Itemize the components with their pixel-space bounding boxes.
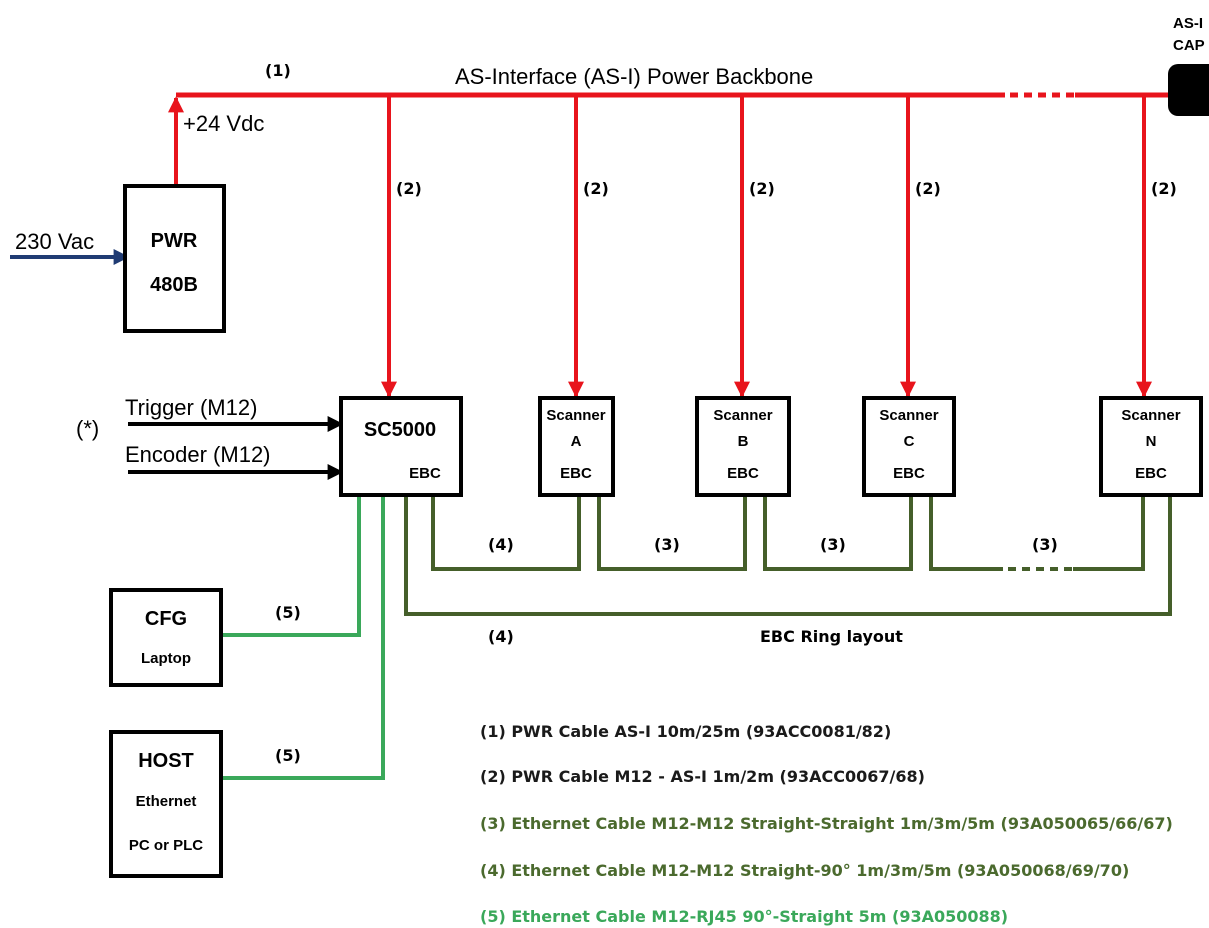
sc5000-label: SC5000 xyxy=(364,419,436,441)
backbone-title: AS-Interface (AS-I) Power Backbone xyxy=(455,64,813,89)
host-type-label: PC or PLC xyxy=(129,837,203,854)
scanner-a-id: A xyxy=(571,433,582,450)
scanner-c-id: C xyxy=(904,433,915,450)
scanner-n-id: N xyxy=(1146,433,1157,450)
voltage-label: +24 Vdc xyxy=(183,111,264,136)
drop-tag: (2) xyxy=(396,179,422,198)
encoder-label: Encoder (M12) xyxy=(125,442,271,467)
scanner-a-ebc: EBC xyxy=(560,465,592,482)
scanner-c-box xyxy=(862,396,956,497)
scanner-b-ebc: EBC xyxy=(727,465,759,482)
scanner-b-label: Scanner xyxy=(713,407,772,424)
cfg-label: CFG xyxy=(145,608,187,630)
power-drops xyxy=(381,95,1152,398)
ebc-ring xyxy=(404,495,1172,616)
host-cable-tag: (5) xyxy=(275,746,301,765)
backbone-cable-tag: (1) xyxy=(265,61,291,80)
cap-label-2: CAP xyxy=(1173,37,1205,54)
ring-tag: (3) xyxy=(820,535,846,554)
ring-tag: (3) xyxy=(654,535,680,554)
cable-legend: (1) PWR Cable AS-I 10m/25m (93ACC0081/82… xyxy=(480,722,1173,926)
sc5000-ebc-label: EBC xyxy=(409,465,441,482)
as-i-cap-icon xyxy=(1168,64,1209,116)
scanner-n-label: Scanner xyxy=(1121,407,1180,424)
host-label: HOST xyxy=(138,750,194,772)
device-boxes xyxy=(109,184,1203,878)
scanner-c-label: Scanner xyxy=(879,407,938,424)
drop-tag: (2) xyxy=(915,179,941,198)
legend-item: (3) Ethernet Cable M12-M12 Straight-Stra… xyxy=(480,814,1173,833)
scanner-c-ebc: EBC xyxy=(893,465,925,482)
cfg-laptop-box xyxy=(109,588,223,687)
drop-tag: (2) xyxy=(749,179,775,198)
footnote-marker: (*) xyxy=(76,416,99,441)
scanner-a-label: Scanner xyxy=(546,407,605,424)
scanner-n-ebc: EBC xyxy=(1135,465,1167,482)
legend-item: (2) PWR Cable M12 - AS-I 1m/2m (93ACC006… xyxy=(480,767,925,786)
legend-item: (4) Ethernet Cable M12-M12 Straight-90° … xyxy=(480,861,1129,880)
ring-tag: (3) xyxy=(1032,535,1058,554)
legend-item: (1) PWR Cable AS-I 10m/25m (93ACC0081/82… xyxy=(480,722,891,741)
laptop-label: Laptop xyxy=(141,650,191,667)
scanner-a-box xyxy=(538,396,615,497)
power-backbone xyxy=(168,92,1180,186)
drop-tag: (2) xyxy=(1151,179,1177,198)
lan-cables xyxy=(222,495,385,780)
ac-input-label: 230 Vac xyxy=(15,229,94,254)
cap-label-1: AS-I xyxy=(1173,15,1203,32)
pwr-480b-box xyxy=(123,184,226,333)
legend-item: (5) Ethernet Cable M12-RJ45 90°-Straight… xyxy=(480,907,1008,926)
pwr-model-label: 480B xyxy=(150,274,198,296)
host-ethernet-label: Ethernet xyxy=(136,793,197,810)
scanner-n-box xyxy=(1099,396,1203,497)
cfg-cable-tag: (5) xyxy=(275,603,301,622)
sc5000-box xyxy=(339,396,463,497)
ring-layout-label: EBC Ring layout xyxy=(760,627,903,646)
drop-tag: (2) xyxy=(583,179,609,198)
ring-tag-first: (4) xyxy=(488,535,514,554)
scanner-b-box xyxy=(695,396,791,497)
pwr-label: PWR xyxy=(151,230,198,252)
ring-tag-return: (4) xyxy=(488,627,514,646)
trigger-label: Trigger (M12) xyxy=(125,395,257,420)
scanner-b-id: B xyxy=(738,433,749,450)
host-box xyxy=(109,730,223,878)
